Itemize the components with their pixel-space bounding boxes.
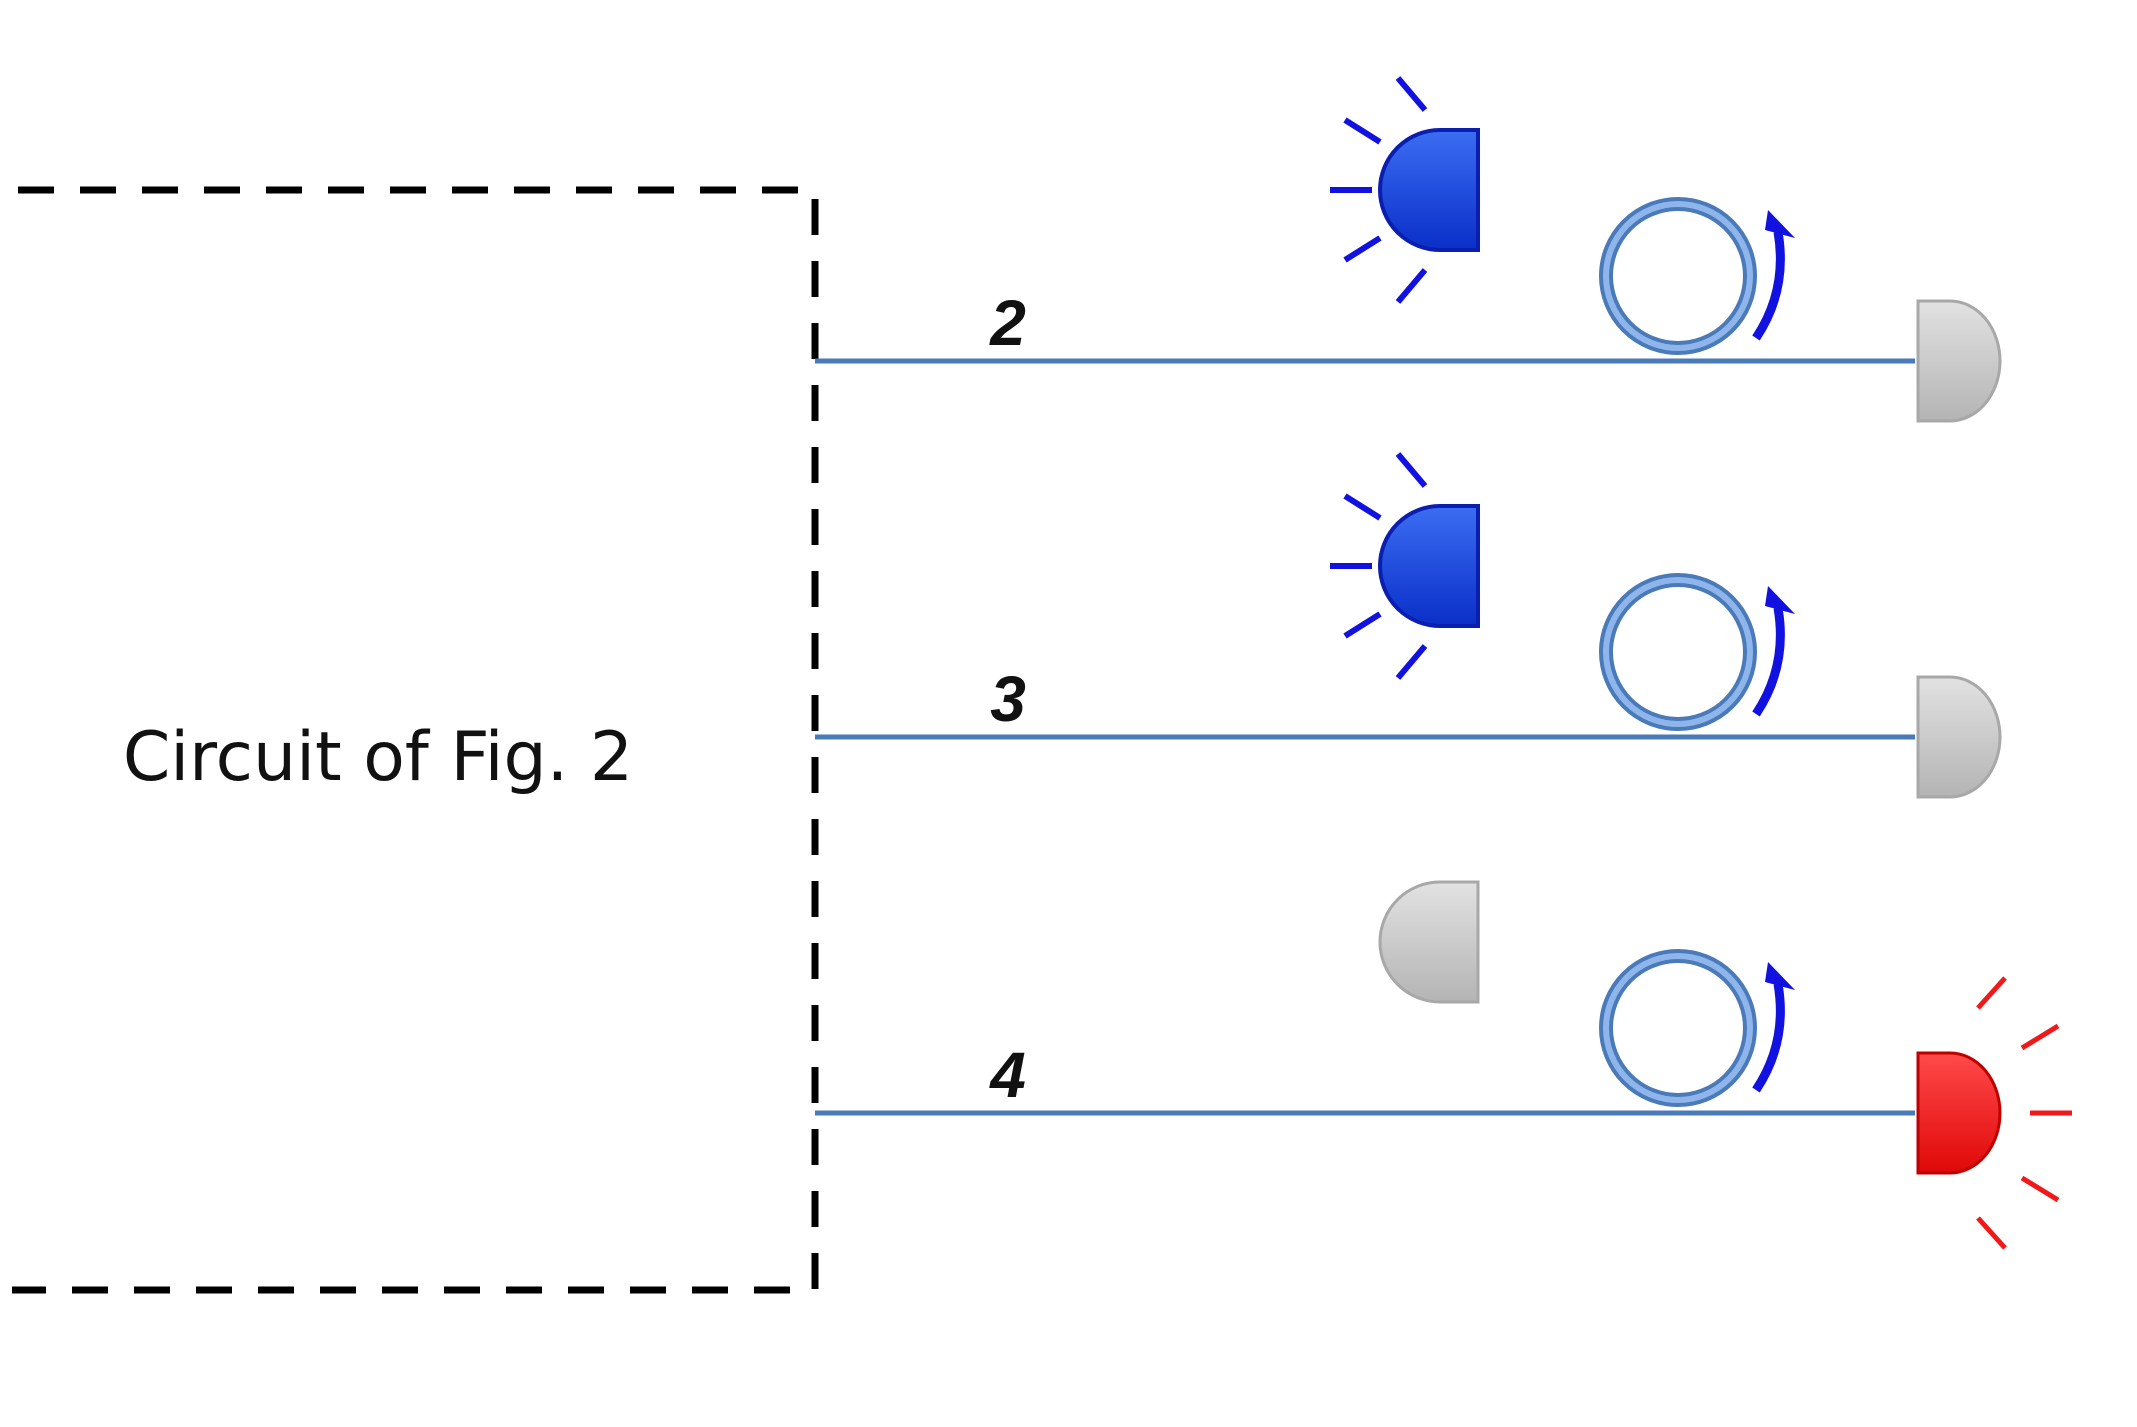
circuit-box-label: Circuit of Fig. 2 xyxy=(123,718,633,797)
curved-arrow-icon xyxy=(1752,231,1785,341)
port-row-3: 3 xyxy=(815,452,2137,799)
arrow-head xyxy=(1765,586,1795,614)
port-label: 3 xyxy=(990,663,1026,735)
port-row-4: 4 xyxy=(815,880,2137,1250)
port-label: 4 xyxy=(988,1039,1026,1111)
emission-rays-icon xyxy=(1330,452,1428,680)
detector-top-icon xyxy=(1378,880,1480,1004)
port-label: 2 xyxy=(989,287,1026,359)
emission-rays-icon xyxy=(1330,76,1428,304)
ring-resonator-inner xyxy=(1603,201,1753,351)
curved-arrow-icon xyxy=(1752,607,1785,717)
detector-bottom xyxy=(1916,976,2072,1250)
detector-top-icon xyxy=(1378,128,1480,252)
ring-resonator-inner xyxy=(1603,953,1753,1103)
curved-arrow-icon xyxy=(1752,983,1785,1093)
detector-top xyxy=(1330,452,1480,680)
detector-top xyxy=(1330,76,1480,304)
ring-resonator-inner xyxy=(1603,577,1753,727)
circuit-box: Circuit of Fig. 2 xyxy=(12,186,819,1294)
detector-bottom-icon xyxy=(1916,1051,2002,1175)
emission-rays-icon xyxy=(1976,976,2072,1250)
port-row-2: 2 xyxy=(815,76,2137,423)
arrow-head xyxy=(1765,210,1795,238)
circuit-box-border xyxy=(12,186,819,1294)
detector-top-icon xyxy=(1378,504,1480,628)
arrow-head xyxy=(1765,962,1795,990)
detector-bottom-icon xyxy=(1916,299,2002,423)
detector-bottom-icon xyxy=(1916,675,2002,799)
